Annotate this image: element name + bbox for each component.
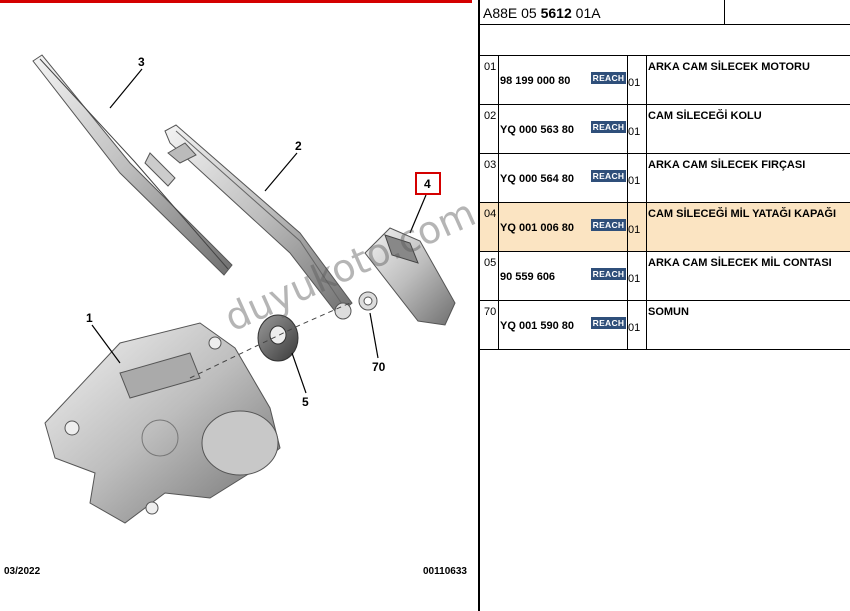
part-description: CAM SİLECEĞİ MİL YATAĞI KAPAĞI <box>648 208 837 220</box>
column-divider <box>627 203 628 251</box>
header-column-divider <box>724 0 725 24</box>
callout-2: 2 <box>295 139 302 153</box>
column-divider <box>627 56 628 104</box>
part-quantity: 01 <box>628 273 641 285</box>
seal-part <box>257 314 299 362</box>
exploded-parts-diagram: 3 2 4 1 5 70 <box>32 54 456 524</box>
column-divider <box>498 252 499 300</box>
column-divider <box>646 154 647 202</box>
part-quantity: 01 <box>628 126 641 138</box>
part-index: 04 <box>484 208 497 220</box>
catalog-code-suffix: 01A <box>571 5 601 21</box>
part-index: 03 <box>484 159 497 171</box>
table-top-border <box>480 55 850 56</box>
part-number: YQ 000 564 80 <box>500 173 575 185</box>
part-quantity: 01 <box>628 224 641 236</box>
column-divider <box>646 252 647 300</box>
part-description: CAM SİLECEĞİ KOLU <box>648 110 762 122</box>
column-divider <box>627 252 628 300</box>
part-index: 05 <box>484 257 497 269</box>
part-index: 01 <box>484 61 497 73</box>
wiper-arm-part <box>164 124 353 320</box>
part-number: YQ 001 006 80 <box>500 222 575 234</box>
callout-3: 3 <box>138 55 145 69</box>
callout-4: 4 <box>424 177 431 191</box>
column-divider <box>646 56 647 104</box>
diagram-date: 03/2022 <box>4 566 41 577</box>
part-number: 90 559 606 <box>500 271 556 283</box>
callout-4-box <box>415 172 441 195</box>
reach-badge: REACH <box>591 317 626 329</box>
part-description: ARKA CAM SİLECEK FIRÇASI <box>648 159 806 171</box>
leader-lines <box>91 68 427 394</box>
column-divider <box>498 154 499 202</box>
column-divider <box>498 56 499 104</box>
column-divider <box>627 154 628 202</box>
callout-70: 70 <box>372 360 386 374</box>
column-divider <box>498 301 499 349</box>
column-divider <box>627 105 628 153</box>
callout-1: 1 <box>86 311 93 325</box>
part-description: SOMUN <box>648 306 689 318</box>
part-quantity: 01 <box>628 77 641 89</box>
part-number: 98 199 000 80 <box>500 75 571 87</box>
catalog-code: A88E 05 5612 01A <box>483 5 601 21</box>
column-divider <box>498 203 499 251</box>
top-red-bar <box>0 0 472 3</box>
part-quantity: 01 <box>628 175 641 187</box>
wiper-motor-part <box>44 322 281 524</box>
panel-divider <box>478 0 480 611</box>
reach-badge: REACH <box>591 72 626 84</box>
reach-badge: REACH <box>591 219 626 231</box>
part-description: ARKA CAM SİLECEK MOTORU <box>648 61 810 73</box>
part-quantity: 01 <box>628 322 641 334</box>
catalog-code-prefix: A88E 05 <box>483 5 541 21</box>
wiper-blade-part <box>32 54 233 276</box>
part-index: 02 <box>484 110 497 122</box>
reach-badge: REACH <box>591 170 626 182</box>
callout-5: 5 <box>302 395 309 409</box>
column-divider <box>646 105 647 153</box>
column-divider <box>646 203 647 251</box>
column-divider <box>646 301 647 349</box>
part-index: 70 <box>484 306 497 318</box>
diagram-reference: 00110633 <box>423 566 467 577</box>
part-number: YQ 000 563 80 <box>500 124 575 136</box>
catalog-code-bold: 5612 <box>540 5 572 21</box>
reach-badge: REACH <box>591 121 626 133</box>
part-description: ARKA CAM SİLECEK MİL CONTASI <box>648 257 832 269</box>
nut-part <box>358 291 378 311</box>
reach-badge: REACH <box>591 268 626 280</box>
column-divider <box>627 301 628 349</box>
bearing-cap-part <box>364 227 456 326</box>
header-divider <box>480 24 850 25</box>
column-divider <box>498 105 499 153</box>
part-number: YQ 001 590 80 <box>500 320 575 332</box>
